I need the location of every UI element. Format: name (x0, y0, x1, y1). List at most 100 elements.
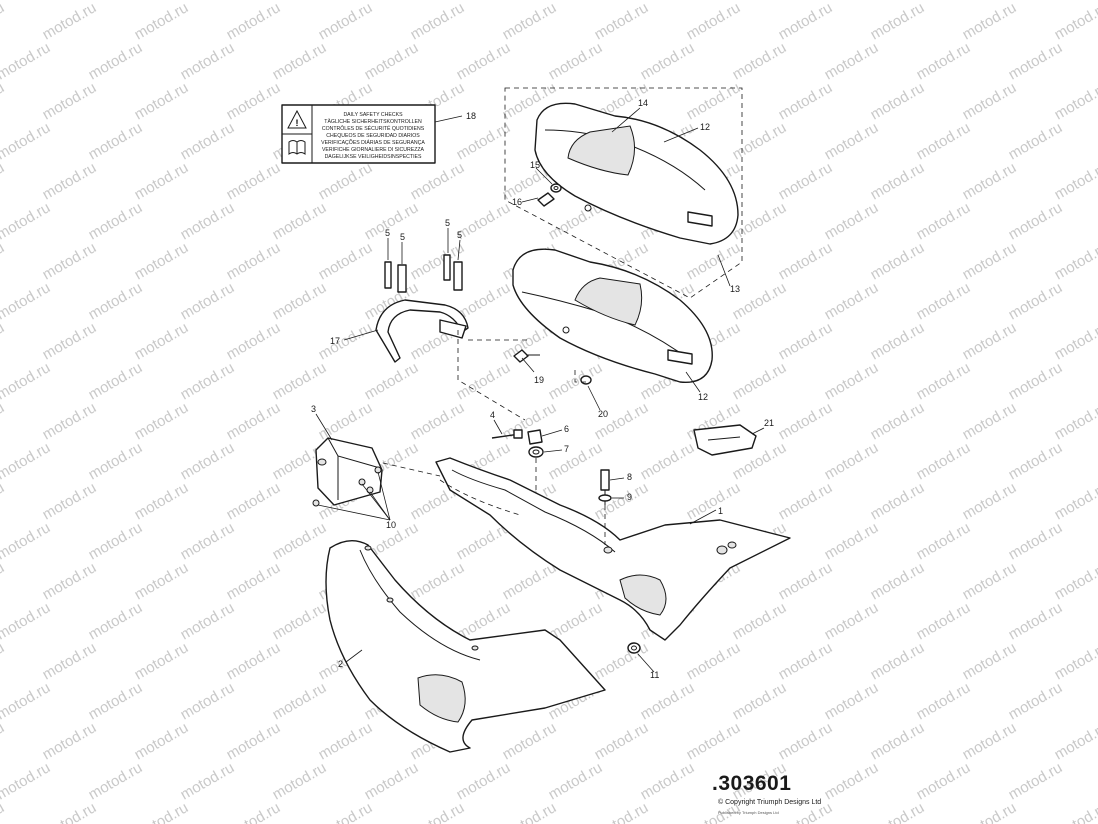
watermark-text: motod.ru (960, 639, 1020, 683)
watermark-text: motod.ru (638, 759, 698, 803)
watermark-text: motod.ru (224, 399, 284, 443)
watermark-text: motod.ru (316, 399, 376, 443)
watermark-text: motod.ru (776, 0, 836, 43)
watermark-text: motod.ru (132, 399, 192, 443)
watermark-text: motod.ru (868, 719, 928, 763)
watermark-text: motod.ru (684, 719, 744, 763)
watermark-text: motod.ru (408, 799, 468, 824)
watermark-text: motod.ru (684, 639, 744, 683)
watermark-text: motod.ru (132, 479, 192, 523)
watermark-text: motod.ru (132, 559, 192, 603)
watermark-text: motod.ru (776, 79, 836, 123)
watermark-text: motod.ru (224, 239, 284, 283)
watermark-text: motod.ru (822, 359, 882, 403)
watermark-text: motod.ru (914, 0, 974, 3)
watermark-text: motod.ru (868, 799, 928, 824)
watermark-text: motod.ru (408, 0, 468, 43)
watermark-text: motod.ru (362, 0, 422, 3)
watermark-text: motod.ru (914, 39, 974, 83)
watermark-text: motod.ru (0, 799, 7, 824)
watermark-text: motod.ru (132, 79, 192, 123)
watermark-text: motod.ru (178, 759, 238, 803)
watermark-text: motod.ru (224, 799, 284, 824)
label-line: DAGELIJKSE VEILIGHEIDSINSPECTIES (325, 154, 422, 160)
watermark-text: motod.ru (592, 399, 652, 443)
watermark-text: motod.ru (0, 599, 53, 643)
watermark-text: motod.ru (224, 639, 284, 683)
watermark-text: motod.ru (592, 799, 652, 824)
watermark-text: motod.ru (776, 559, 836, 603)
watermark-text: motod.ru (776, 239, 836, 283)
watermark-text: motod.ru (408, 399, 468, 443)
watermark-text: motod.ru (1006, 519, 1066, 563)
watermark-text: motod.ru (86, 279, 146, 323)
watermark-text: motod.ru (684, 79, 744, 123)
seat-nut (580, 375, 592, 385)
callout-3: 3 (311, 404, 316, 414)
watermark-text: motod.ru (0, 679, 53, 723)
watermark-text: motod.ru (960, 159, 1020, 203)
watermark-text: motod.ru (1006, 279, 1066, 323)
watermark-text: motod.ru (730, 679, 790, 723)
watermark-text: motod.ru (1052, 639, 1098, 683)
watermark-text: motod.ru (454, 39, 514, 83)
watermark-text: motod.ru (1052, 399, 1098, 443)
watermark-text: motod.ru (0, 639, 7, 683)
watermark-text: motod.ru (960, 479, 1020, 523)
callout-8: 8 (627, 472, 632, 482)
panel-screw (491, 429, 523, 439)
watermark-text: motod.ru (914, 599, 974, 643)
seat-assembly-outline (504, 87, 743, 299)
watermark-text: motod.ru (638, 39, 698, 83)
watermark-text: motod.ru (86, 119, 146, 163)
watermark-text: motod.ru (822, 519, 882, 563)
watermark-text: motod.ru (730, 599, 790, 643)
watermark-text: motod.ru (86, 199, 146, 243)
watermark-text: motod.ru (40, 559, 100, 603)
watermark-text: motod.ru (546, 759, 606, 803)
watermark-text: motod.ru (730, 199, 790, 243)
watermark-text: motod.ru (1006, 759, 1066, 803)
watermark-text: motod.ru (638, 439, 698, 483)
watermark-text: motod.ru (1006, 199, 1066, 243)
watermark-text: motod.ru (132, 0, 192, 43)
watermark-text: motod.ru (684, 239, 744, 283)
watermark-text: motod.ru (86, 39, 146, 83)
watermark-text: motod.ru (40, 719, 100, 763)
watermark-text: motod.ru (822, 0, 882, 3)
watermark-text: motod.ru (1052, 719, 1098, 763)
side-panel (325, 540, 606, 753)
watermark-text: motod.ru (730, 0, 790, 3)
watermark-text: motod.ru (270, 599, 330, 643)
watermark-text: motod.ru (40, 159, 100, 203)
watermark-text: motod.ru (408, 559, 468, 603)
watermark-text: motod.ru (914, 199, 974, 243)
watermark-text: motod.ru (0, 759, 53, 803)
well-nut (527, 429, 543, 445)
watermark-text: motod.ru (362, 39, 422, 83)
watermark-text: motod.ru (40, 0, 100, 43)
watermark-text: motod.ru (1006, 599, 1066, 643)
watermark-text: motod.ru (0, 399, 7, 443)
watermark-text: motod.ru (316, 159, 376, 203)
watermark-text: motod.ru (776, 719, 836, 763)
watermark-text: motod.ru (362, 199, 422, 243)
watermark-text: motod.ru (0, 119, 53, 163)
watermark-text: motod.ru (178, 679, 238, 723)
callout-15: 15 (530, 160, 540, 170)
watermark-text: motod.ru (822, 119, 882, 163)
watermark-text: motod.ru (86, 439, 146, 483)
callout-1: 1 (718, 506, 723, 516)
watermark-text: motod.ru (224, 559, 284, 603)
watermark-text: motod.ru (684, 479, 744, 523)
callout-2: 2 (338, 659, 343, 669)
drawing-number: .303601 (712, 772, 792, 795)
watermark-text: motod.ru (86, 759, 146, 803)
watermark-text: motod.ru (454, 359, 514, 403)
watermark-text: motod.ru (454, 0, 514, 3)
watermark-text: motod.ru (822, 679, 882, 723)
watermark-text: motod.ru (1052, 79, 1098, 123)
watermark-text: motod.ru (362, 759, 422, 803)
watermark-text: motod.ru (178, 199, 238, 243)
watermark-text: motod.ru (868, 559, 928, 603)
